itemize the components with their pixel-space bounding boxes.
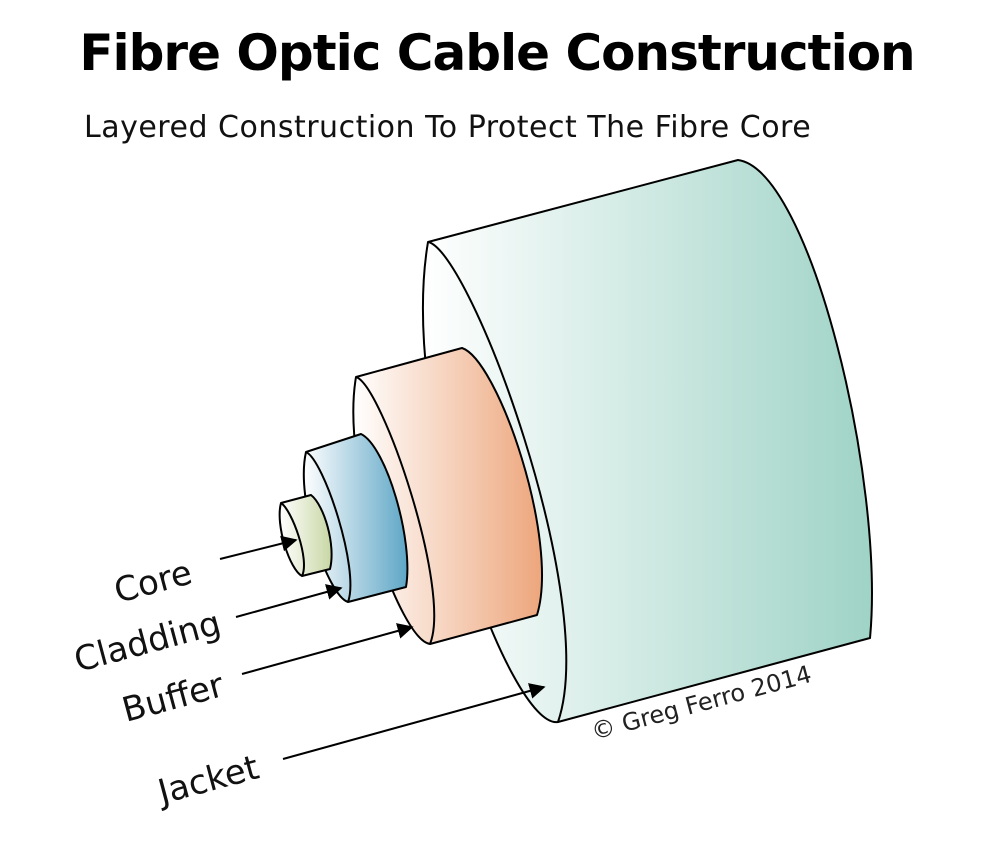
core-arrow: [219, 535, 298, 560]
cladding-arrow: [235, 584, 343, 618]
diagram-subtitle: Layered Construction To Protect The Fibr…: [84, 110, 812, 145]
core-label: Core: [110, 553, 196, 612]
core-layer: [278, 494, 333, 577]
buffer-label: Buffer: [118, 665, 228, 730]
jacket-label: Jacket: [152, 748, 263, 814]
jacket-arrow: [282, 683, 546, 760]
buffer-arrow: [241, 623, 414, 675]
diagram-title: Fibre Optic Cable Construction: [79, 24, 915, 82]
